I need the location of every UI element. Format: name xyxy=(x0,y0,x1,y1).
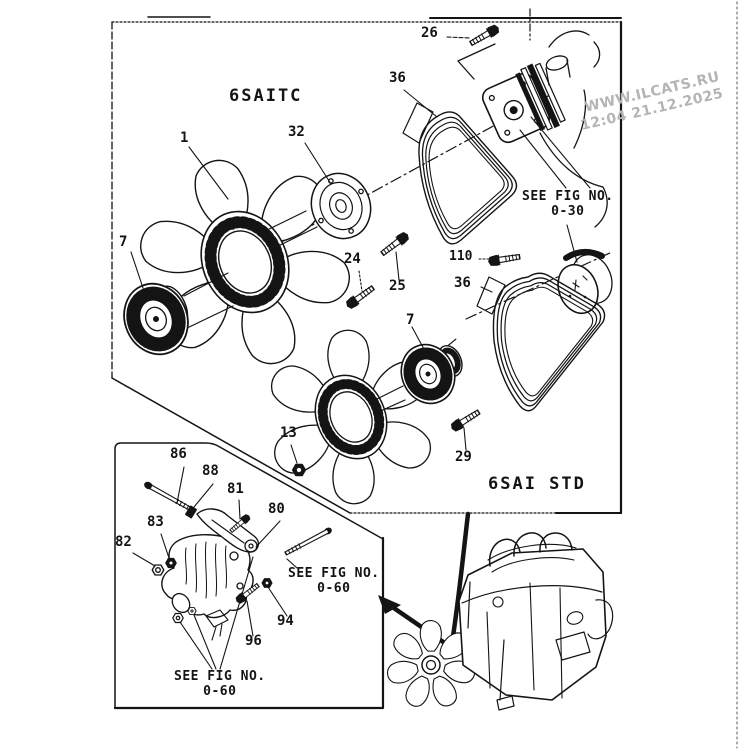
part-label-94: 94 xyxy=(277,613,294,629)
part-label-24: 24 xyxy=(344,251,361,267)
water-pump-drawing xyxy=(457,30,608,228)
part-label-88: 88 xyxy=(202,463,219,479)
alternator-drawing xyxy=(161,508,260,641)
part-label-1: 1 xyxy=(180,130,189,146)
see-fig-0-60-right-line2: 0-60 xyxy=(317,581,351,596)
part-label-110: 110 xyxy=(449,249,473,264)
part-label-81: 81 xyxy=(227,481,244,497)
pulley-0-30-drawing xyxy=(557,249,613,315)
leader-lines-main xyxy=(130,36,591,464)
main-box-border xyxy=(111,20,623,515)
fasteners-bracket-box xyxy=(144,481,332,624)
engine-drawing xyxy=(384,532,614,711)
see-fig-note-0-30: SEE FIG NO. 0-30 xyxy=(522,189,614,219)
variant-title-6sai-std: 6SAI STD xyxy=(488,474,586,494)
belt-36-bottom-drawing xyxy=(476,272,606,412)
see-fig-note-0-60-right: SEE FIG NO. 0-60 xyxy=(288,566,380,596)
fan-1-drawing xyxy=(135,153,355,371)
part-label-32: 32 xyxy=(288,124,305,140)
part-label-36-top: 36 xyxy=(389,70,406,86)
bracket-box-border xyxy=(113,442,385,710)
see-fig-0-60-right-line1: SEE FIG NO. xyxy=(288,566,380,581)
part-label-80: 80 xyxy=(268,501,285,517)
part-label-36-bottom: 36 xyxy=(454,275,471,291)
see-fig-0-60-bottom-line2: 0-60 xyxy=(203,684,237,699)
see-fig-0-60-bottom-line1: SEE FIG NO. xyxy=(174,669,266,684)
fasteners-main-box xyxy=(291,22,522,477)
part-label-26: 26 xyxy=(421,25,438,41)
page-edge-artifacts xyxy=(147,1,738,749)
part-label-25: 25 xyxy=(389,278,406,294)
part-label-86: 86 xyxy=(170,446,187,462)
fan-clutch-right-drawing xyxy=(400,343,463,405)
see-fig-note-0-60-bottom: SEE FIG NO. 0-60 xyxy=(174,669,266,699)
part-label-82: 82 xyxy=(115,534,132,550)
fan-clutch-left-drawing xyxy=(123,272,234,356)
part-label-13: 13 xyxy=(280,425,297,441)
see-fig-0-30-line1: SEE FIG NO. xyxy=(522,189,614,204)
part-label-7-right: 7 xyxy=(406,312,415,328)
fan-2-drawing xyxy=(263,328,439,506)
part-label-96: 96 xyxy=(245,633,262,649)
part-label-29: 29 xyxy=(455,449,472,465)
part-label-83: 83 xyxy=(147,514,164,530)
part-label-7-left: 7 xyxy=(119,234,128,250)
see-fig-0-30-line2: 0-30 xyxy=(551,204,585,219)
variant-title-6saitc: 6SAITC xyxy=(229,86,303,106)
location-pointer-arrows xyxy=(378,511,471,651)
leader-lines-bracket xyxy=(132,466,298,670)
belt-36-top-drawing xyxy=(402,102,518,245)
flange-32-drawing xyxy=(310,172,372,240)
